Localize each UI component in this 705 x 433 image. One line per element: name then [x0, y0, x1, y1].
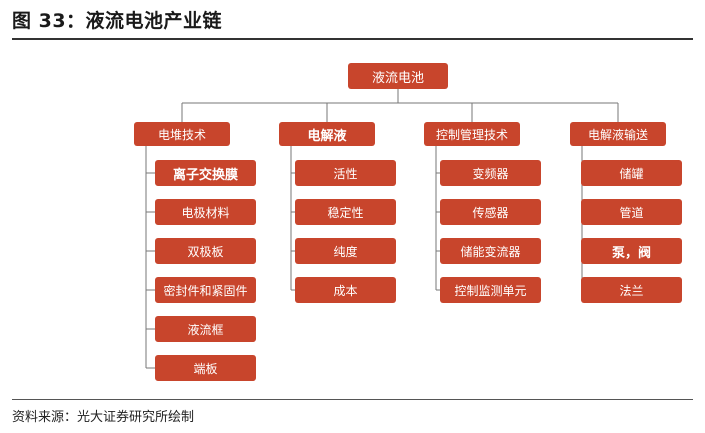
- branch-node: 电堆技术: [134, 122, 230, 146]
- title-divider: [12, 38, 693, 40]
- leaf-node: 管道: [581, 199, 682, 225]
- branch-node: 电解液输送: [570, 122, 666, 146]
- leaf-node: 液流框: [155, 316, 256, 342]
- branch-node: 控制管理技术: [424, 122, 520, 146]
- leaf-node: 离子交换膜: [155, 160, 256, 186]
- leaf-node: 变频器: [440, 160, 541, 186]
- leaf-node: 控制监测单元: [440, 277, 541, 303]
- leaf-node: 成本: [295, 277, 396, 303]
- leaf-node: 储能变流器: [440, 238, 541, 264]
- leaf-node: 双极板: [155, 238, 256, 264]
- leaf-node: 纯度: [295, 238, 396, 264]
- leaf-node: 传感器: [440, 199, 541, 225]
- root-node: 液流电池: [348, 63, 448, 89]
- leaf-node: 法兰: [581, 277, 682, 303]
- leaf-node: 活性: [295, 160, 396, 186]
- leaf-node: 电极材料: [155, 199, 256, 225]
- leaf-node: 储罐: [581, 160, 682, 186]
- branch-node: 电解液: [279, 122, 375, 146]
- leaf-node: 端板: [155, 355, 256, 381]
- leaf-node: 稳定性: [295, 199, 396, 225]
- figure-title: 图 33：液流电池产业链: [12, 10, 223, 32]
- leaf-node: 泵，阀: [581, 238, 682, 264]
- footer-divider: [12, 399, 693, 400]
- source-note: 资料来源：光大证券研究所绘制: [12, 410, 195, 425]
- leaf-node: 密封件和紧固件: [155, 277, 256, 303]
